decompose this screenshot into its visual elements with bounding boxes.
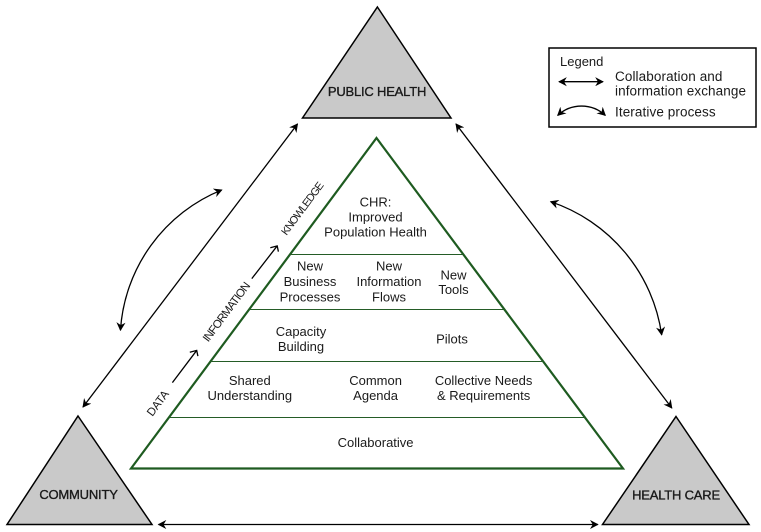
svg-text:Improved: Improved — [348, 210, 402, 225]
svg-text:Capacity: Capacity — [276, 324, 327, 339]
svg-text:Processes: Processes — [280, 290, 341, 305]
svg-text:Pilots: Pilots — [436, 332, 468, 347]
svg-text:Common: Common — [349, 373, 402, 388]
svg-text:New: New — [440, 268, 467, 283]
svg-text:COMMUNITY: COMMUNITY — [39, 487, 118, 502]
svg-text:Business: Business — [284, 274, 337, 289]
svg-text:Tools: Tools — [438, 282, 469, 297]
svg-text:Iterative process: Iterative process — [615, 105, 716, 120]
svg-text:& Requirements: & Requirements — [437, 388, 531, 403]
svg-text:PUBLIC HEALTH: PUBLIC HEALTH — [328, 84, 426, 99]
svg-text:Population Health: Population Health — [324, 225, 427, 240]
svg-text:Information: Information — [356, 274, 421, 289]
svg-text:HEALTH CARE: HEALTH CARE — [632, 488, 720, 503]
svg-text:Building: Building — [278, 339, 324, 354]
svg-text:Legend: Legend — [560, 54, 603, 69]
svg-text:information exchange: information exchange — [615, 84, 746, 99]
svg-text:DATA: DATA — [145, 388, 172, 418]
svg-text:CHR:: CHR: — [360, 195, 392, 210]
svg-text:Flows: Flows — [372, 290, 406, 305]
svg-text:New: New — [376, 259, 403, 274]
svg-text:Collaborative: Collaborative — [338, 435, 414, 450]
svg-text:Understanding: Understanding — [208, 388, 293, 403]
svg-text:Shared: Shared — [229, 373, 271, 388]
svg-text:New: New — [297, 259, 324, 274]
svg-text:Agenda: Agenda — [353, 388, 399, 403]
svg-text:Collaboration and: Collaboration and — [615, 69, 723, 84]
svg-text:Collective Needs: Collective Needs — [435, 373, 533, 388]
